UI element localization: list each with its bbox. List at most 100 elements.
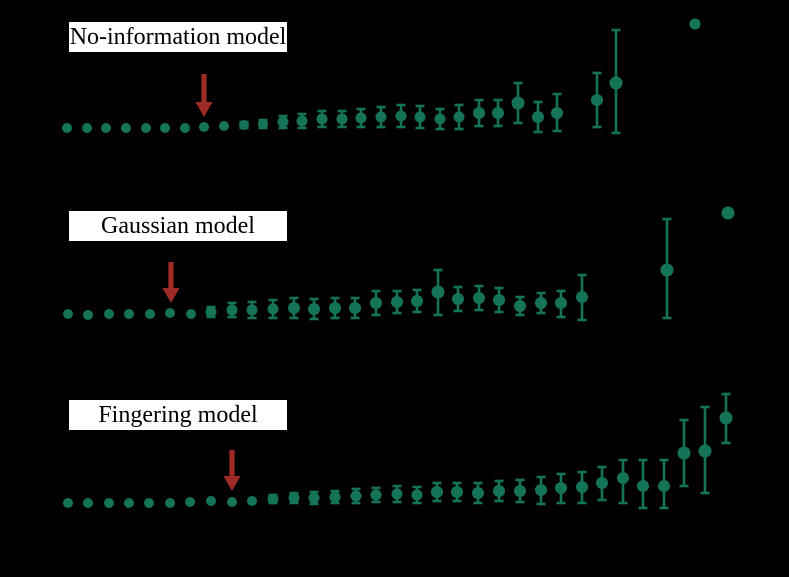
data-point-marker: [431, 486, 443, 498]
data-point-marker: [336, 113, 348, 125]
data-point-marker: [391, 488, 403, 500]
panel-1: [63, 206, 735, 322]
data-point-marker: [83, 310, 93, 320]
data-point-marker: [165, 498, 175, 508]
data-point-marker: [472, 487, 484, 499]
data-point-marker: [160, 123, 170, 133]
data-point-marker: [206, 496, 216, 506]
data-point-marker: [180, 123, 190, 133]
data-point-marker: [185, 497, 195, 507]
data-point-marker: [698, 444, 712, 458]
data-point-marker: [186, 309, 196, 319]
annotation-arrow-down-icon: [195, 74, 213, 117]
data-point-marker: [355, 112, 367, 124]
data-point-marker: [411, 295, 423, 307]
data-point-marker: [267, 493, 279, 505]
data-point-marker: [411, 489, 423, 501]
data-point-marker: [532, 111, 544, 123]
data-point-marker: [205, 306, 217, 318]
data-point-marker: [511, 96, 525, 110]
data-point-marker: [104, 309, 114, 319]
data-point-marker: [349, 302, 361, 314]
data-point-marker: [239, 120, 249, 130]
data-point-marker: [104, 498, 114, 508]
data-point-marker: [288, 302, 300, 314]
data-point-marker: [144, 498, 154, 508]
data-point-marker: [63, 309, 73, 319]
data-point-marker: [375, 111, 387, 123]
data-point-marker: [660, 263, 674, 277]
data-point-marker: [329, 491, 341, 503]
panel-label-fingering-model: Fingering model: [69, 400, 287, 430]
data-point-marker: [434, 113, 446, 125]
data-point-marker: [658, 480, 670, 492]
panel-2: [63, 392, 733, 510]
data-point-marker: [535, 297, 547, 309]
data-point-marker: [551, 107, 563, 119]
data-point-marker: [555, 297, 567, 309]
data-point-marker: [721, 206, 735, 220]
data-point-marker: [576, 291, 588, 303]
data-point-marker: [637, 480, 649, 492]
data-point-marker: [219, 121, 229, 131]
annotation-arrow-down-icon: [162, 262, 180, 303]
data-point-marker: [350, 490, 362, 502]
data-point-marker: [677, 446, 691, 460]
annotation-arrow-down-icon: [223, 450, 241, 491]
data-point-marker: [82, 123, 92, 133]
data-point-marker: [493, 485, 505, 497]
data-point-marker: [395, 110, 407, 122]
data-point-marker: [451, 486, 463, 498]
data-point-marker: [452, 293, 464, 305]
data-point-marker: [277, 116, 289, 128]
panel-0: [62, 18, 701, 135]
data-point-marker: [535, 484, 547, 496]
data-point-marker: [226, 304, 238, 316]
data-point-marker: [689, 18, 701, 30]
data-point-marker: [124, 498, 134, 508]
data-point-marker: [258, 119, 268, 129]
data-point-marker: [83, 498, 93, 508]
panel-label-gaussian-model: Gaussian model: [69, 211, 287, 241]
data-point-marker: [576, 481, 588, 493]
panel-label-no-information-model: No-information model: [69, 22, 287, 52]
data-point-marker: [514, 485, 526, 497]
data-point-marker: [473, 292, 485, 304]
data-point-marker: [121, 123, 131, 133]
data-point-marker: [267, 303, 279, 315]
data-point-marker: [296, 115, 308, 127]
data-point-marker: [493, 294, 505, 306]
data-point-marker: [492, 107, 504, 119]
data-point-marker: [719, 411, 733, 425]
data-point-marker: [617, 472, 629, 484]
data-point-marker: [316, 113, 328, 125]
data-point-marker: [199, 122, 209, 132]
data-point-marker: [246, 304, 258, 316]
data-point-marker: [473, 107, 485, 119]
data-point-marker: [288, 492, 300, 504]
data-point-marker: [431, 285, 445, 299]
data-point-marker: [308, 492, 320, 504]
data-point-marker: [101, 123, 111, 133]
data-point-marker: [227, 497, 237, 507]
data-point-marker: [124, 309, 134, 319]
data-point-marker: [308, 303, 320, 315]
data-point-marker: [145, 309, 155, 319]
data-point-marker: [165, 308, 175, 318]
data-point-marker: [414, 111, 426, 123]
data-point-marker: [370, 489, 382, 501]
data-point-marker: [591, 94, 603, 106]
data-point-marker: [141, 123, 151, 133]
data-point-marker: [555, 482, 567, 494]
data-point-marker: [609, 76, 623, 90]
data-point-marker: [247, 496, 257, 506]
data-point-marker: [329, 302, 341, 314]
data-point-marker: [62, 123, 72, 133]
data-point-marker: [514, 300, 526, 312]
data-point-marker: [453, 111, 465, 123]
data-point-marker: [63, 498, 73, 508]
data-point-marker: [596, 477, 608, 489]
